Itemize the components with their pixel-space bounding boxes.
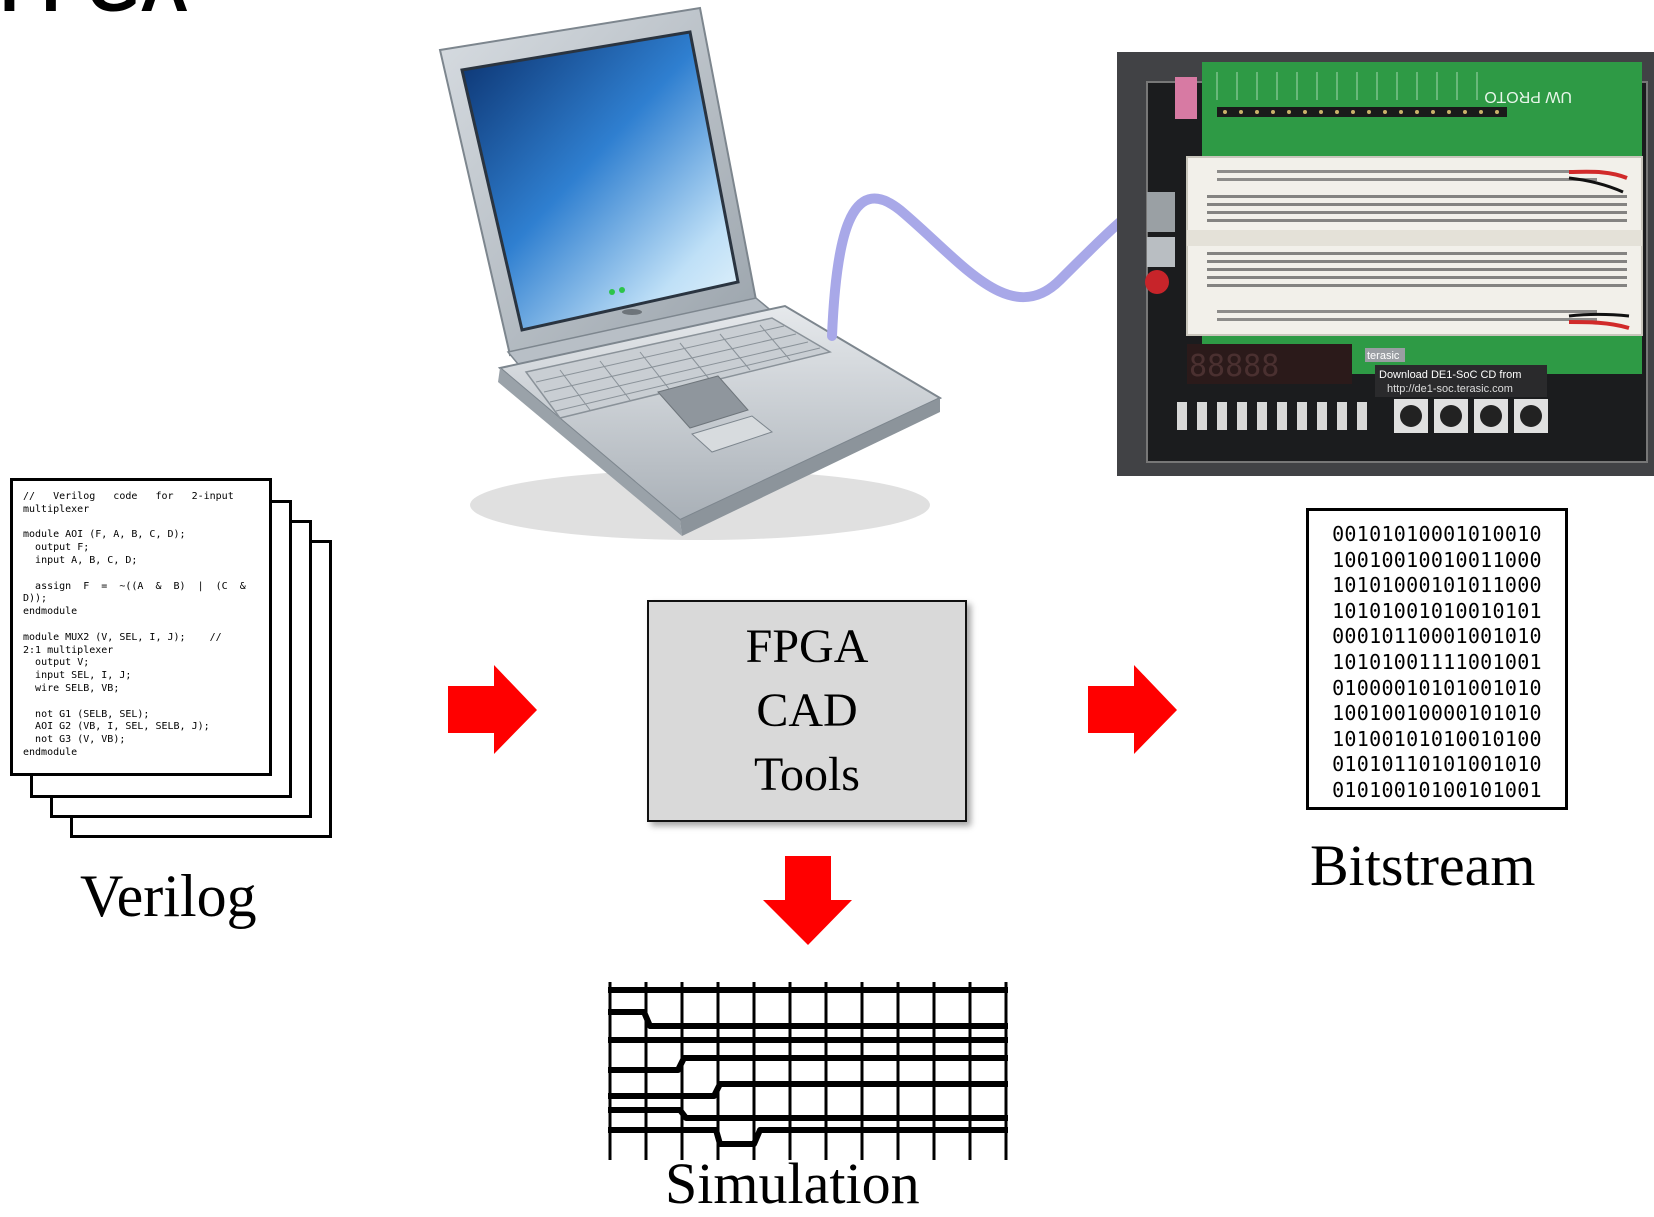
url-label: http://de1-soc.terasic.com: [1387, 383, 1513, 395]
bitstream-row: 10101000101011000: [1332, 573, 1542, 598]
download-label: Download DE1-SoC CD from: [1379, 369, 1521, 381]
svg-text:88888: 88888: [1189, 349, 1279, 384]
fpga-board-photo: UW PROTO 88888 terasic Download DE1-SoC …: [1117, 52, 1654, 476]
cad-line-2: CAD: [756, 684, 858, 737]
bitstream-row: 10101001111001001: [1332, 649, 1542, 674]
verilog-page-front: // Verilog code for 2-input multiplexer …: [10, 478, 272, 776]
arrow-right-1: [448, 665, 537, 754]
bitstream-row: 01010010100101001: [1332, 777, 1542, 802]
brand-label: terasic: [1367, 350, 1400, 362]
bitstream-label: Bitstream: [1310, 833, 1536, 898]
simulation-waveform: [608, 982, 1008, 1160]
bitstream-row: 10101001010010101: [1332, 598, 1542, 623]
bitstream-row: 01000010101001010: [1332, 675, 1542, 700]
simulation-label: Simulation: [665, 1151, 920, 1216]
laptop-illustration: [438, 6, 943, 540]
proto-label: UW PROTO: [1484, 88, 1572, 105]
bitstream-row: 10010010010011000: [1332, 547, 1542, 572]
bitstream-row: 00101010001010010: [1332, 522, 1542, 546]
cad-tools-box: FPGA CAD Tools: [647, 600, 967, 822]
arrow-right-2: [1088, 665, 1177, 754]
arrow-down: [763, 856, 852, 945]
slide-title: FPGA: [0, 0, 189, 22]
cad-line-1: FPGA: [745, 620, 869, 673]
verilog-label: Verilog: [80, 863, 257, 929]
bitstream-row: 01010110101001010: [1332, 752, 1542, 777]
bitstream-row: 10100101010010100: [1332, 726, 1542, 751]
cad-line-3: Tools: [754, 748, 860, 801]
bitstream-row: 00010110001001010: [1332, 624, 1542, 649]
bitstream-row: 10010010000101010: [1332, 701, 1542, 726]
verilog-code-text: // Verilog code for 2-input multiplexer …: [23, 491, 246, 758]
